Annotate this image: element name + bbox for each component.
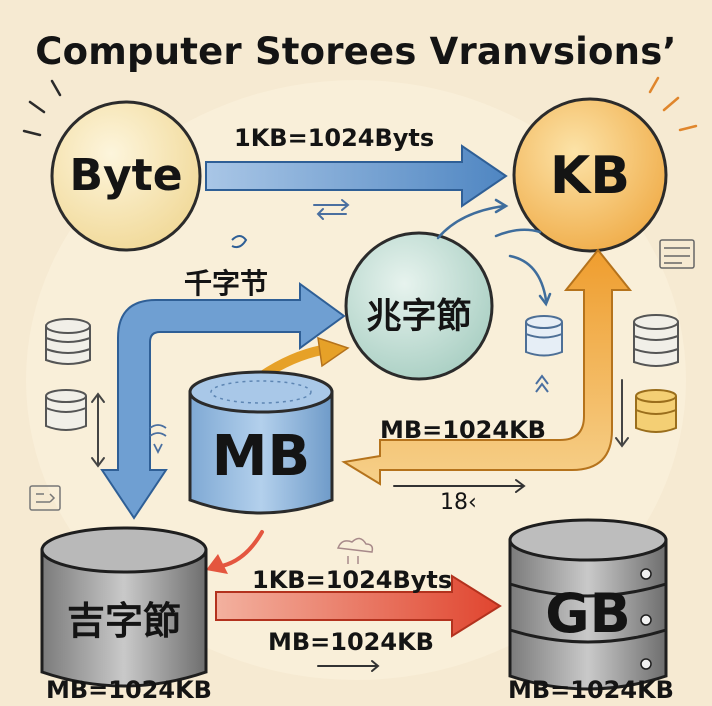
db-icon-left-bottom [45, 389, 87, 431]
middle-node-label: 兆字節 [366, 297, 472, 337]
red-arrow-mb-to-bottom [206, 530, 264, 574]
gb-node-label: GB [545, 582, 631, 645]
flow-icon [29, 485, 61, 511]
byte-to-kb-arrow [205, 144, 508, 208]
db-icon-right-top [633, 314, 679, 367]
panel-icon [659, 239, 695, 269]
byte-node-label: Byte [69, 150, 183, 201]
bottom-arrow-under-label: MB=1024KB [268, 628, 434, 656]
db-icon-left-top [45, 318, 91, 365]
caption-bottom-right: MB=1024KB [508, 676, 674, 704]
gb-node [508, 518, 668, 691]
middle-to-kb-curves [436, 198, 552, 307]
mb-node-label: MB [211, 424, 311, 489]
down-arrow-icon [615, 379, 629, 448]
mb-node [188, 370, 334, 515]
middle-node [344, 231, 494, 381]
bottom-left-node-label: 吉字節 [66, 599, 181, 643]
swap-icon [313, 199, 350, 220]
db-icon-right-bottom [635, 389, 677, 433]
bottom-red-arrow [215, 574, 502, 638]
mb-right-note: 18‹ [440, 490, 477, 515]
db-icon-middle [525, 315, 563, 357]
double-arrow-icon [91, 392, 105, 468]
caret-icon [535, 374, 549, 393]
left-arrow-label: 千字节 [184, 267, 269, 300]
kb-node-label: KB [550, 146, 630, 206]
byte-node [22, 79, 202, 252]
kb-to-mb-label: MB=1024KB [380, 416, 546, 444]
caption-bottom-left: MB=1024KB [46, 676, 212, 704]
diagram-title: Computer Storees Vranvsions’ [35, 30, 677, 73]
kb-node [512, 76, 698, 253]
squiggle-icon [149, 424, 167, 455]
cloud-icon [336, 537, 374, 564]
bottom-left-node [40, 526, 208, 688]
byte-to-kb-label: 1KB=1024Byts [234, 124, 435, 152]
thin-arrow-icon [317, 479, 526, 672]
left-blue-arrow [100, 235, 346, 520]
orange-arrow-to-kb [341, 248, 633, 486]
bottom-arrow-top-label: 1KB=1024Byts [252, 566, 453, 594]
